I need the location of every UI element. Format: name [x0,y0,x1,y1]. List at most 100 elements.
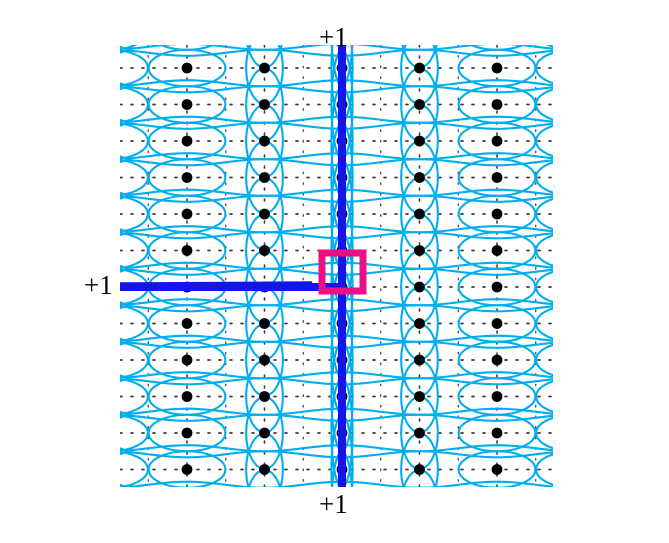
lattice-point [414,99,425,110]
level-curve-ellipse [402,469,437,487]
axis-label-left: +1 [84,270,113,300]
lattice-points [181,62,503,475]
level-curve-arc [120,377,553,386]
level-curve-arc [120,450,553,459]
level-curve-ellipse [535,88,553,121]
lattice-point [181,427,193,439]
lattice-point [259,62,270,74]
level-curve-ellipse [535,307,553,340]
level-curve-ellipse [546,45,553,48]
level-curve-arc [120,444,553,453]
level-curves [71,0,613,525]
lattice-point [259,208,270,220]
level-curve-ellipse [247,469,282,487]
lattice-point [259,135,270,147]
level-curve-ellipse [535,343,553,377]
lattice-point [491,281,503,293]
level-curve-arc [120,115,553,124]
lattice-point [491,99,503,110]
level-curve-arc [120,340,553,349]
level-curve-ellipse [490,486,504,487]
level-curve-ellipse [120,49,149,87]
lattice-point [491,135,503,147]
lattice-point [414,464,425,475]
unit-axis-horizontal-wisp [120,281,313,285]
lattice-point [259,464,270,475]
lattice-point [491,208,503,220]
level-curve-ellipse [535,416,553,450]
level-curve-ellipse [180,486,194,487]
unit-axes [120,45,346,487]
lattice-point [491,464,503,475]
level-curve-arc [120,298,553,307]
lattice-point [181,391,193,402]
level-curve-ellipse [120,122,149,160]
lattice-point [414,427,425,439]
lattice-point [491,354,503,366]
lattice-point [181,245,193,256]
lattice-point [414,354,425,366]
lattice-point [259,99,270,110]
level-curve-arc [120,194,553,203]
lattice-point [414,318,425,329]
lattice-point [259,391,270,402]
level-curve-ellipse [120,231,149,270]
lattice-point [259,354,270,366]
level-curve-ellipse [535,453,553,486]
lattice-point [414,172,425,183]
level-curve-ellipse [536,0,613,13]
level-curve-ellipse [120,195,149,233]
lattice-point [414,62,425,74]
lattice-point [181,318,193,329]
level-curve-arc [120,48,553,57]
lattice-point [491,172,503,183]
lattice-point [414,391,425,402]
level-curve-ellipse [468,45,526,51]
axis-label-top: +1 [319,22,348,52]
level-curve-ellipse [120,377,149,416]
level-curve-ellipse [120,341,149,379]
level-curve-ellipse [120,45,138,51]
lattice-point [414,208,425,220]
level-curve-ellipse [120,414,149,452]
level-curve-ellipse [120,158,149,197]
highlight-box[interactable] [318,249,367,295]
level-curve-arc [120,371,553,380]
lattice-point [414,281,425,293]
level-curve-ellipse [535,270,553,304]
lattice-point [414,245,425,256]
level-curve-ellipse [535,124,553,158]
lattice-point [181,208,193,220]
level-curve-ellipse [71,0,148,13]
level-curve-arc [120,79,553,88]
level-curve-ellipse [246,0,283,31]
level-curve-ellipse [71,488,148,525]
level-curve-arc [120,334,553,343]
lattice-point [181,172,193,183]
level-curve-arc [120,413,553,422]
lattice-point [491,427,503,439]
level-curve-ellipse [120,304,149,343]
level-curve-arc [120,121,553,130]
level-curve-arc [120,158,553,167]
lattice-point [491,391,503,402]
level-curve-arc [120,188,553,197]
lattice-point [259,318,270,329]
level-curve-arc [120,267,553,276]
lattice-point [181,135,193,147]
lattice-point [181,62,193,74]
lattice-point [491,62,503,74]
lattice-point [259,172,270,183]
lattice-point [491,318,503,329]
level-curve-ellipse [401,0,438,31]
lattice-point [181,464,193,475]
level-curve-ellipse [158,45,216,51]
level-curve-arc [120,480,553,487]
level-curve-arc [120,152,553,161]
level-curve-ellipse [149,0,226,13]
level-curve-ellipse [120,85,149,124]
level-curve-arc [120,85,553,94]
level-curve-arc [120,407,553,416]
lattice-point [181,99,193,110]
